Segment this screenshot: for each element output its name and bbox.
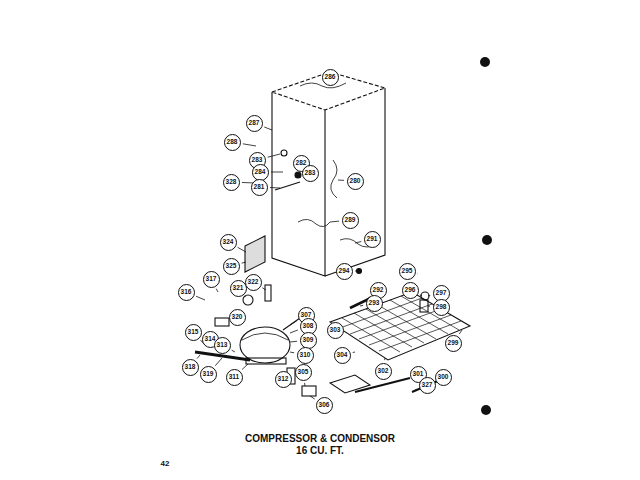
callout-number: 295: [399, 263, 416, 280]
callout-number: 288: [224, 134, 241, 151]
callout-number: 305: [295, 364, 312, 381]
callout-number: 294: [336, 263, 353, 280]
leader-line: [428, 306, 430, 307]
leader-line: [271, 172, 283, 173]
leader-line: [290, 341, 297, 343]
callout-number: 293: [366, 295, 383, 312]
callout-number: 303: [327, 322, 344, 339]
callout-number: 287: [246, 115, 263, 132]
callout-number: 317: [203, 271, 220, 288]
leader-line: [215, 358, 222, 366]
leader-line: [353, 352, 355, 354]
callout-number: 286: [322, 69, 339, 86]
leader-line: [310, 396, 315, 399]
leader-line: [415, 389, 417, 391]
leader-line: [216, 289, 218, 292]
callout-number: 302: [375, 363, 392, 380]
leader-line: [355, 242, 361, 243]
page-number: 42: [161, 459, 170, 468]
callout-number: 320: [229, 309, 246, 326]
leader-line: [360, 305, 363, 307]
callout-number: 318: [182, 359, 199, 376]
callout-number: 313: [214, 337, 231, 354]
leader-line: [232, 350, 235, 352]
callout-number: 311: [226, 369, 243, 386]
callout-number: 304: [334, 347, 351, 364]
callout-number: 324: [220, 234, 237, 251]
leader-line: [428, 295, 430, 297]
callout-number: 321: [230, 280, 247, 297]
leader-line: [270, 187, 280, 188]
model-size: 16 CU. FT.: [296, 445, 344, 456]
leader-line: [338, 180, 344, 181]
leader-line: [290, 321, 297, 325]
leader-line: [355, 271, 357, 272]
leader-line: [417, 273, 418, 274]
leader-line: [196, 296, 205, 300]
callout-number: 289: [342, 212, 359, 229]
leader-line: [243, 144, 256, 146]
callout-number: 316: [178, 284, 195, 301]
callout-number: 306: [316, 397, 333, 414]
callout-number: 322: [245, 274, 262, 291]
callout-number: 291: [364, 231, 381, 248]
callout-number: 315: [185, 324, 202, 341]
callout-number: 319: [200, 366, 217, 383]
callout-number: 327: [419, 377, 436, 394]
leader-line: [264, 127, 272, 130]
leader-line: [197, 355, 200, 359]
callout-number: 300: [435, 369, 452, 386]
callout-number: 312: [275, 371, 292, 388]
leader-line: [242, 364, 248, 370]
callout-number: 309: [300, 332, 317, 349]
leader-line: [245, 296, 247, 298]
leader-line: [238, 247, 246, 252]
leader-line: [290, 352, 294, 354]
leader-line: [242, 262, 246, 263]
leader-line: [304, 383, 305, 386]
callout-number: 283: [302, 165, 319, 182]
callout-number: 299: [445, 335, 462, 352]
callout-number: 298: [433, 299, 450, 316]
diagram-title: COMPRESSOR & CONDENSOR: [245, 433, 395, 444]
callout-number: 280: [347, 173, 364, 190]
callout-number: 325: [223, 258, 240, 275]
leader-line: [268, 154, 280, 157]
callout-number: 296: [402, 282, 419, 299]
leader-line: [262, 288, 266, 290]
leader-line: [420, 295, 422, 296]
leader-line: [459, 330, 462, 334]
leader-line: [290, 330, 298, 333]
leader-line: [330, 221, 339, 223]
callout-number: 310: [297, 347, 314, 364]
callout-number: 328: [223, 174, 240, 191]
leader-line: [384, 358, 385, 360]
callout-number: 284: [252, 164, 269, 181]
callout-number: 281: [251, 179, 268, 196]
